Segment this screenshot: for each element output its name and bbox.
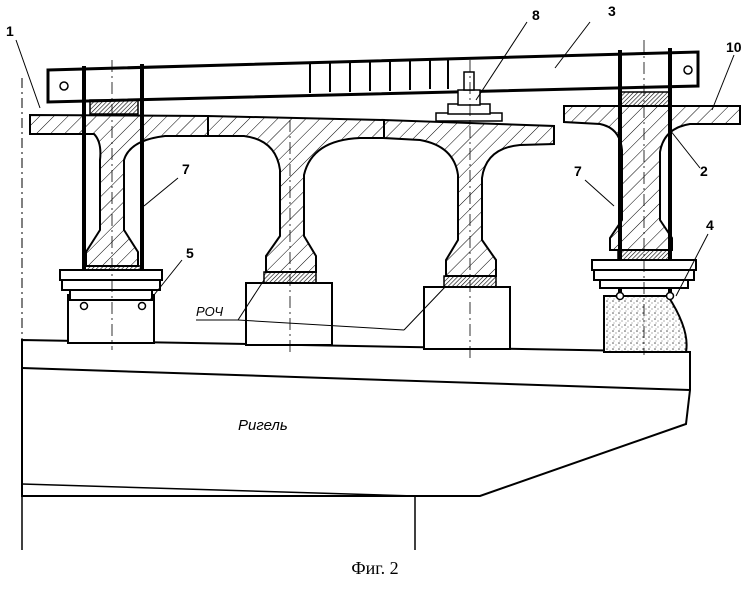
figure-caption: Фиг. 2 [351,558,399,578]
rigel-crossbeam [21,78,691,550]
callout-1: 1 [6,23,14,39]
label-roch: РОЧ [196,304,223,319]
beam-caps [89,91,671,115]
leader-lines [15,21,735,331]
callout-numbers: 1 2 3 4 5 7 7 8 10 [6,3,742,261]
span-beam-middle [207,114,385,273]
tension-rods [82,48,672,300]
span-beam-third [383,118,555,277]
callout-7-right: 7 [574,163,582,179]
callout-4: 4 [706,217,714,233]
bottom-clamp-left [59,269,163,311]
callout-8: 8 [532,7,540,23]
label-rigel: Ригель [238,417,288,434]
callout-3: 3 [608,3,616,19]
callout-10: 10 [726,39,742,55]
callout-5: 5 [186,245,194,261]
span-beam-left [29,113,209,267]
callout-7-left: 7 [182,161,190,177]
callout-2: 2 [700,163,708,179]
hydraulic-jack [435,71,503,122]
traverse-beam [46,50,700,104]
centerlines [111,40,645,360]
support-pedestals [67,282,688,353]
rubber-bearings [82,249,671,288]
